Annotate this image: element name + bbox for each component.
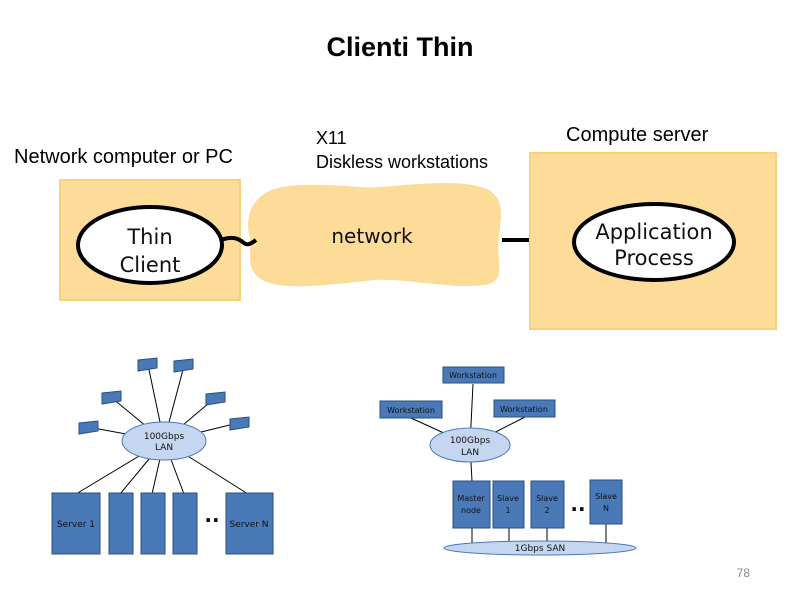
master-node-line-1: Master [457,494,485,503]
workstation-right [493,399,556,418]
terminal-icon [101,390,122,405]
slave-n-line-1: Slave [595,492,617,501]
terminal-icon [78,420,99,435]
lan-left-line-1: 100Gbps [144,432,185,442]
slave-n-line-2: N [603,504,609,513]
master-node [452,480,491,529]
server-unit [108,492,134,555]
server-1 [51,492,101,555]
workstation-right-label: Workstation [500,405,548,414]
lan-hub-left [121,421,207,461]
lan-right-line-2: LAN [461,448,479,458]
thin-client-node [76,205,224,285]
nodes-ellipsis: .. [570,492,585,516]
workstation-left-label: Workstation [387,406,435,415]
compute-server-label: Compute server [566,124,709,146]
san-label: 1Gbps SAN [515,544,565,554]
lan-right-line-1: 100Gbps [450,436,491,446]
slave-2-line-1: Slave [536,494,558,503]
workstation-top [442,366,505,384]
slide-number: 78 [736,566,750,580]
slave-1-line-1: Slave [497,494,519,503]
thin-client-line-2: Client [120,253,181,277]
slave-n-node [589,479,623,525]
workstation-top-label: Workstation [449,371,497,380]
san-bus [443,540,637,556]
lan-hub-right [429,427,511,463]
diskless-caption: Diskless workstations [316,152,489,172]
server-unit [172,492,198,555]
network-label: network [331,224,413,248]
slave-2-line-2: 2 [544,506,549,515]
bottom-right-cluster: Workstation Workstation Workstation 100G… [379,366,637,556]
servers-ellipsis: .. [204,503,219,527]
server-n-label: Server N [229,520,268,530]
application-line-2: Process [614,246,694,270]
terminal-icon [137,357,158,372]
network-computer-label: Network computer or PC [14,146,233,168]
bottom-left-network: 100Gbps LAN Server 1 .. Server N [51,357,274,555]
application-line-1: Application [595,220,712,244]
master-node-line-2: node [461,506,481,515]
terminal-icon [173,358,194,373]
terminal-icon [229,416,250,431]
network-cloud [248,183,501,287]
client-network-link [220,235,258,247]
lan-left-line-2: LAN [155,443,173,453]
slave-1-node [492,480,525,529]
server-n [225,492,274,555]
thin-client-line-1: Thin [126,225,172,249]
terminal-icon [205,391,226,406]
server-1-label: Server 1 [57,520,95,530]
slide-title: Clienti Thin [326,32,474,62]
workstation-left [379,400,443,419]
application-process-node [572,202,736,282]
server-unit [140,492,166,555]
slave-1-line-2: 1 [505,506,510,515]
slave-2-node [530,480,565,529]
x11-caption: X11 [316,128,347,148]
